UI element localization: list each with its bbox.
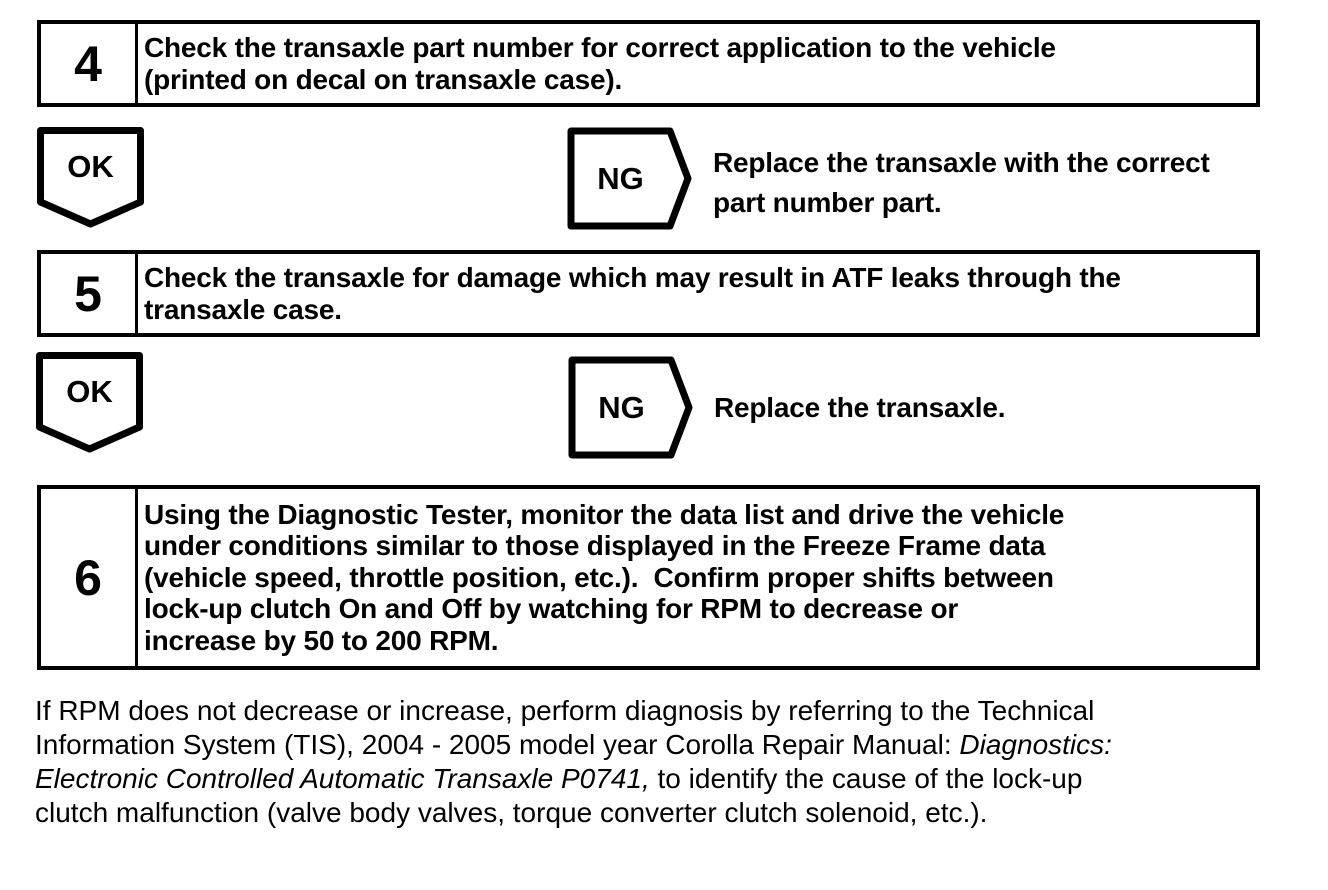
footer-text-italic: Diagnostics: (959, 729, 1112, 760)
footer-text-italic: Electronic Controlled Automatic Transaxl… (35, 763, 650, 794)
step-box-4: 4 Check the transaxle part number for co… (37, 20, 1260, 107)
step-instruction-text: Using the Diagnostic Tester, monitor the… (144, 498, 1065, 656)
ok-pennant: OK (36, 352, 143, 454)
ok-pennant: OK (37, 127, 144, 229)
ok-label: OK (66, 374, 113, 409)
ng-label: NG (598, 389, 645, 425)
ok-label: OK (67, 149, 114, 184)
ng-arrow-shape-icon (567, 127, 692, 230)
step-instruction-text: Check the transaxle part number for corr… (144, 32, 1056, 95)
ng-branch: NG Replace the transaxle. (568, 356, 1005, 459)
footer-text: clutch malfunction (valve body valves, t… (35, 797, 988, 828)
ng-arrow-tag: NG (567, 127, 693, 230)
step-box-5: 5 Check the transaxle for damage which m… (37, 250, 1260, 337)
step-number: 5 (41, 254, 138, 333)
step-instruction-cell: Check the transaxle for damage which may… (138, 254, 1256, 333)
ng-arrow-tag: NG (568, 356, 694, 459)
ok-pennant-shape-icon (37, 127, 144, 228)
footer-line: Information System (TIS), 2004 - 2005 mo… (35, 728, 1112, 762)
step-number: 6 (41, 489, 138, 666)
footer-text: Information System (TIS), 2004 - 2005 mo… (35, 729, 960, 760)
ng-action-text: Replace the transaxle with the correct p… (713, 147, 1210, 218)
ng-arrow-shape-icon (568, 356, 693, 459)
footer-text: If RPM does not decrease or increase, pe… (35, 695, 1095, 726)
ng-branch: NG Replace the transaxle with the correc… (567, 127, 1210, 230)
ng-action-text: Replace the transaxle. (714, 391, 1006, 423)
footer-line: If RPM does not decrease or increase, pe… (35, 694, 1112, 728)
step-instruction-text: Check the transaxle for damage which may… (144, 262, 1121, 325)
footer-line: clutch malfunction (valve body valves, t… (35, 796, 1112, 830)
ok-pennant-shape-icon (36, 352, 143, 453)
step-instruction-cell: Using the Diagnostic Tester, monitor the… (138, 489, 1256, 666)
ng-label: NG (597, 160, 644, 196)
step-instruction-cell: Check the transaxle part number for corr… (138, 24, 1256, 103)
step-number: 4 (41, 24, 138, 103)
footer-line: Electronic Controlled Automatic Transaxl… (35, 762, 1112, 796)
footer-paragraph: If RPM does not decrease or increase, pe… (35, 694, 1112, 830)
footer-text: to identify the cause of the lock-up (649, 763, 1083, 794)
step-box-6: 6 Using the Diagnostic Tester, monitor t… (37, 485, 1260, 670)
